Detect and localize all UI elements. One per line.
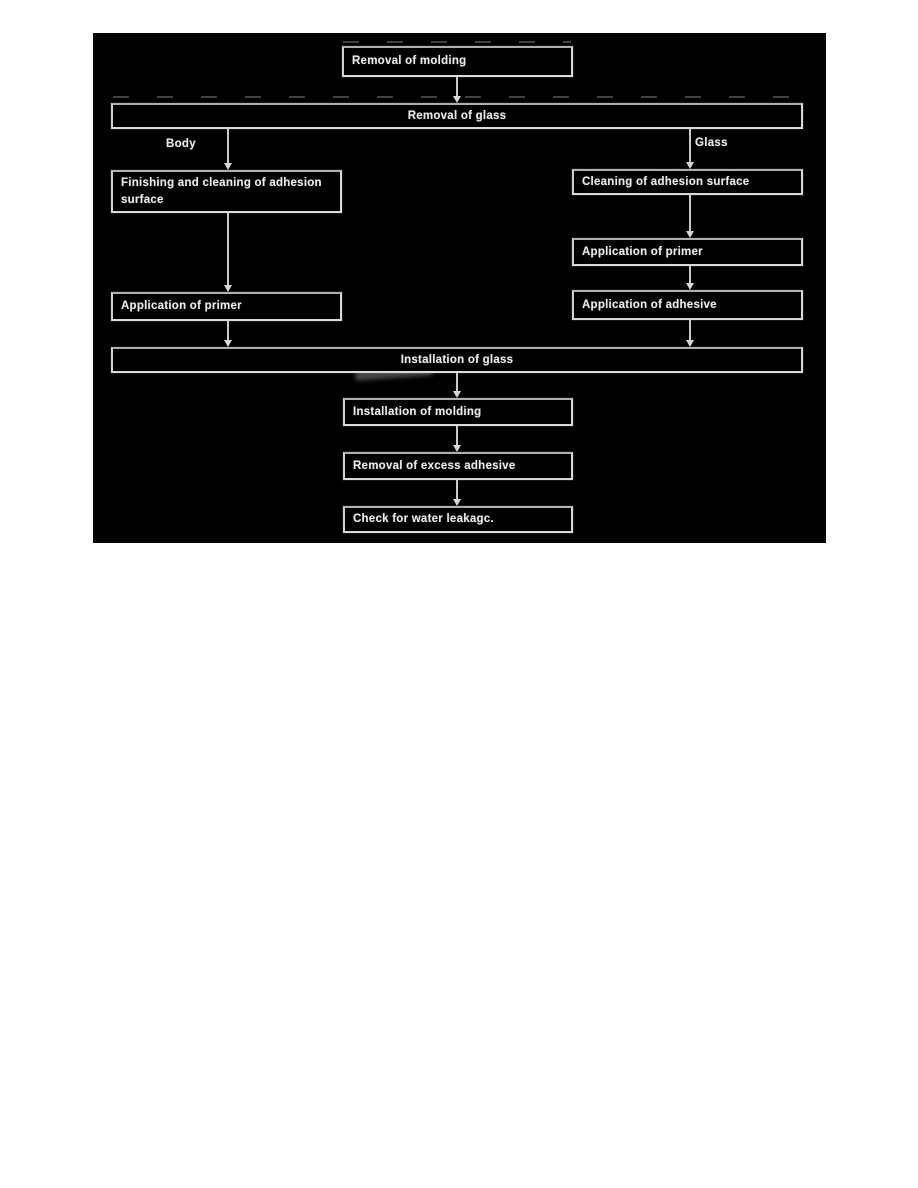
arrow-molding-to-glass-removal [453, 77, 461, 103]
scan-noise [343, 41, 571, 43]
flowchart-box-removal-of-excess-adhesive: Removal of excess adhesive [343, 452, 573, 480]
arrow-finishing-to-primer [224, 213, 232, 292]
arrow-adhesive-to-installation [686, 320, 694, 347]
flowchart-box-cleaning-of-adhesion-surface: Cleaning of adhesion surface [572, 169, 803, 195]
flowchart-box-removal-of-molding: Removal of molding [342, 46, 573, 77]
flowchart-box-finishing-and-cleaning: Finishing and cleaning of adhesion surfa… [111, 170, 342, 213]
flowchart-box-installation-of-molding: Installation of molding [343, 398, 573, 426]
arrow-installation-to-molding [453, 373, 461, 398]
arrow-primer-body-to-installation [224, 321, 232, 347]
flowchart-box-check-for-water-leakage: Check for water leakagc. [343, 506, 573, 533]
arrow-excess-to-leak-check [453, 480, 461, 506]
branch-label-glass: Glass [695, 137, 728, 149]
flowchart-box-removal-of-glass: Removal of glass [111, 103, 803, 129]
branch-label-body: Body [166, 138, 196, 150]
arrow-cleaning-to-primer [686, 195, 694, 238]
flowchart-box-application-of-primer-glass: Application of primer [572, 238, 803, 266]
arrow-primer-to-adhesive [686, 266, 694, 290]
arrow-molding-to-excess [453, 426, 461, 452]
flowchart-canvas: Removal of molding Removal of glass Body… [93, 33, 826, 543]
arrow-glass-branch [686, 129, 694, 169]
arrow-body-branch [224, 129, 232, 170]
flowchart-box-installation-of-glass: Installation of glass [111, 347, 803, 373]
flowchart-box-application-of-adhesive: Application of adhesive [572, 290, 803, 320]
flowchart-box-application-of-primer-body: Application of primer [111, 292, 342, 321]
